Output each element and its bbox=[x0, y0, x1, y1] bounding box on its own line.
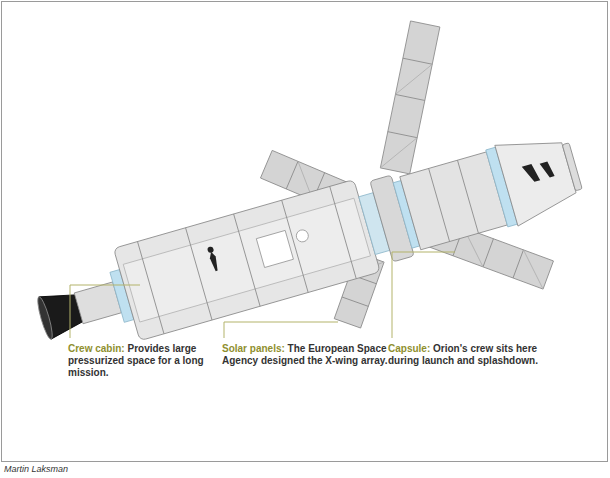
callout: Crew cabin: Provides large pressurized s… bbox=[68, 343, 246, 379]
frame bbox=[2, 2, 608, 462]
callout-heading: Crew cabin: bbox=[68, 343, 125, 354]
leader-line bbox=[392, 252, 455, 338]
leader-lines bbox=[70, 252, 455, 338]
credit-caption: Martin Laksman bbox=[4, 464, 68, 474]
callout-heading: Solar panels: bbox=[222, 343, 285, 354]
leader-line bbox=[224, 322, 338, 338]
callout: Capsule: Orion's crew sits here during l… bbox=[388, 343, 563, 367]
callout-heading: Capsule: bbox=[388, 343, 430, 354]
orion-spacecraft bbox=[28, 120, 589, 366]
leader-line bbox=[70, 285, 140, 338]
callout: Solar panels: The European Space Agency … bbox=[222, 343, 390, 367]
